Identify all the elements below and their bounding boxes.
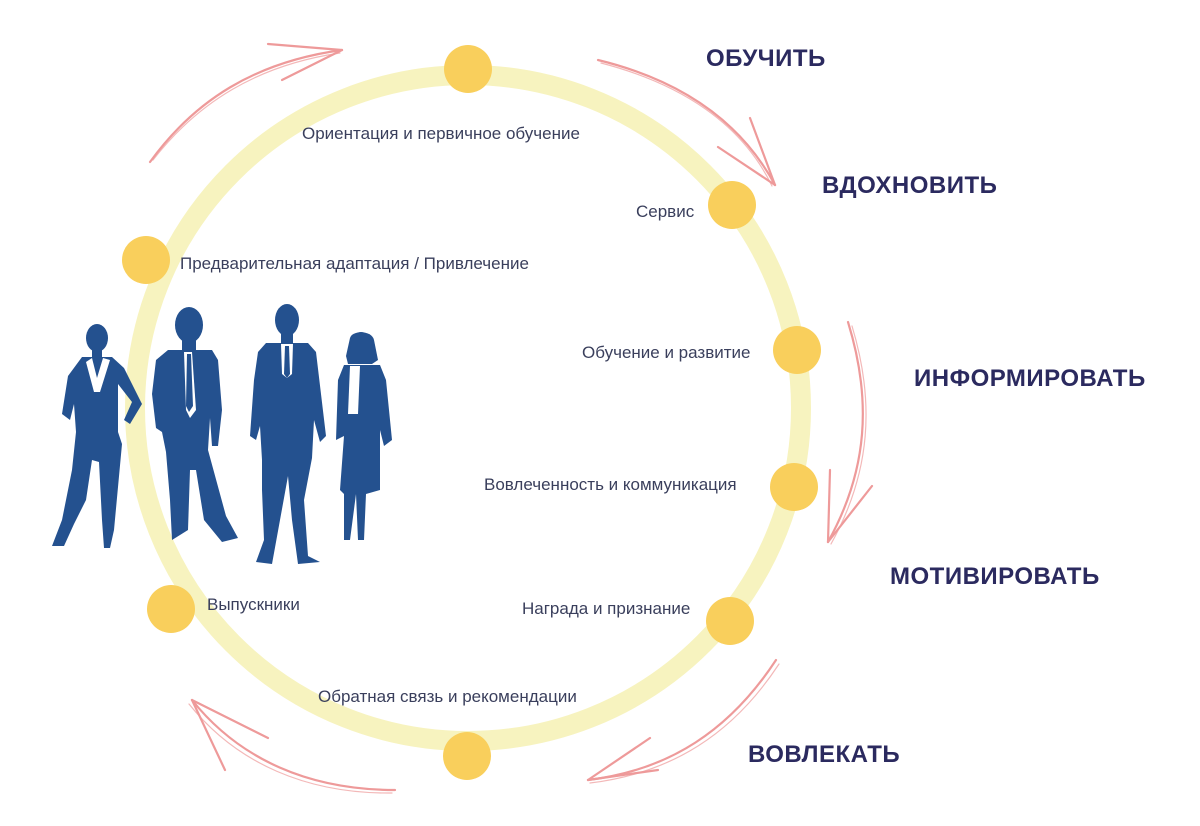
stage-label-alumni: Выпускники (207, 595, 300, 614)
person-man-1 (152, 307, 238, 542)
verb-motivate: МОТИВИРОВАТЬ (890, 563, 1100, 590)
stage-label-reward: Награда и признание (522, 599, 691, 618)
verb-inspire: ВДОХНОВИТЬ (822, 172, 998, 199)
stage-label-pre-adaptation: Предварительная адаптация / Привлечение (180, 254, 529, 273)
arrow-right (826, 320, 874, 545)
arrow-top-left (148, 42, 344, 164)
stage-label-learning: Обучение и развитие (582, 343, 751, 362)
stage-label-service: Сервис (636, 202, 695, 221)
node-learning (773, 326, 821, 374)
node-service (708, 181, 756, 229)
stage-label-engagement: Вовлеченность и коммуникация (484, 475, 737, 494)
verb-teach: ОБУЧИТЬ (706, 45, 826, 72)
node-alumni (147, 585, 195, 633)
node-pre-adaptation (122, 236, 170, 284)
arrow-top-right (596, 58, 777, 187)
person-man-2 (250, 304, 326, 564)
arrow-bottom-left (188, 698, 397, 794)
node-reward (706, 597, 754, 645)
people-silhouettes-icon (52, 304, 392, 564)
verb-engage: ВОВЛЕКАТЬ (748, 741, 901, 768)
arrow-bottom-right (586, 658, 780, 784)
stage-label-orientation: Ориентация и первичное обучение (302, 124, 580, 143)
person-woman-skirt (336, 332, 392, 540)
stage-label-feedback: Обратная связь и рекомендации (318, 687, 577, 706)
node-orientation (444, 45, 492, 93)
verb-inform: ИНФОРМИРОВАТЬ (914, 365, 1146, 392)
node-engagement (770, 463, 818, 511)
lifecycle-ring (125, 65, 811, 751)
person-woman-suit (52, 324, 142, 548)
node-feedback (443, 732, 491, 780)
